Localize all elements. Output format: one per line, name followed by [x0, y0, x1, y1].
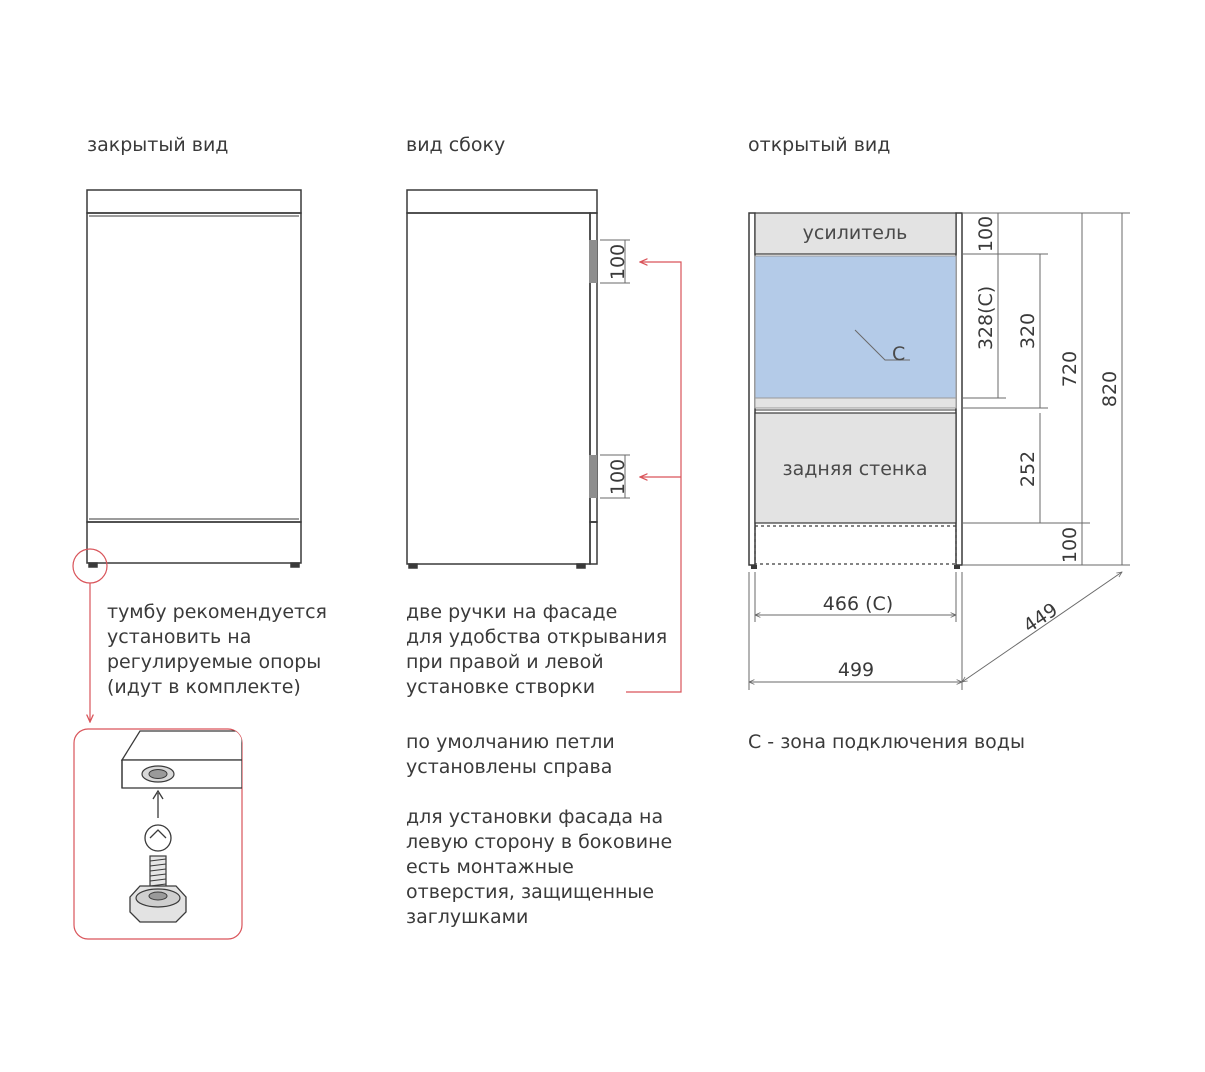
plinth-dim: 100 — [1059, 527, 1081, 563]
top-band-dim: 100 — [975, 216, 997, 252]
side-plinth-edge — [589, 521, 598, 565]
zone-height-dim: 320 — [1017, 313, 1039, 349]
closed-view-cabinet — [86, 189, 302, 568]
supports-note: тумбу рекомендуется установить на регули… — [107, 601, 333, 698]
vertical-dimension-lines — [962, 212, 1130, 566]
back-wall-dim: 252 — [1017, 451, 1039, 487]
handle-bottom — [589, 455, 597, 498]
handles-callout — [626, 262, 682, 693]
closed-view-title: закрытый вид — [87, 134, 228, 156]
body-height-dim: 720 — [1059, 351, 1081, 387]
handle-bottom-dim: 100 — [607, 459, 629, 495]
water-zone — [754, 255, 957, 399]
rotate-icon — [144, 824, 172, 852]
side-view-title: вид сбоку — [406, 134, 505, 156]
inner-width-dim: 466 (С) — [823, 593, 893, 615]
left-side-wall — [748, 212, 756, 566]
reinforcement-label: усилитель — [803, 222, 908, 244]
right-side-wall — [955, 212, 963, 566]
handle-top-dim: 100 — [607, 244, 629, 280]
support-inset — [73, 728, 243, 940]
zone-label: С — [892, 343, 905, 365]
back-wall-panel — [754, 412, 957, 524]
closed-top-panel — [86, 189, 302, 214]
water-zone-legend: С - зона подключения воды — [748, 731, 1025, 753]
closed-foot-left — [88, 562, 98, 568]
side-top-panel — [406, 189, 598, 214]
outer-width-dim: 499 — [838, 659, 874, 681]
closed-foot-right — [290, 562, 300, 568]
back-wall-label: задняя стенка — [783, 458, 928, 480]
total-height-dim: 820 — [1099, 371, 1121, 407]
shelf-panel — [754, 397, 957, 409]
handles-note: две ручки на фасаде для удобства открыва… — [406, 601, 673, 698]
side-body — [406, 212, 591, 565]
horizontal-dimension-lines — [749, 572, 1122, 690]
open-view-title: открытый вид — [748, 134, 890, 156]
adjustable-foot-icon — [129, 855, 187, 923]
closed-plinth — [86, 521, 302, 564]
plinth-dashed — [754, 525, 957, 565]
hinges-note: по умолчанию петли установлены справа — [406, 731, 621, 778]
open-view-cabinet — [748, 212, 963, 569]
closed-door — [86, 212, 302, 523]
side-view-cabinet — [406, 189, 598, 569]
mounting-note: для установки фасада на левую сторону в … — [406, 806, 678, 928]
reinforcement-panel — [754, 212, 957, 255]
handle-top — [589, 240, 597, 283]
zone-height-c-dim: 328(С) — [975, 286, 997, 350]
depth-dim: 449 — [1019, 599, 1061, 638]
